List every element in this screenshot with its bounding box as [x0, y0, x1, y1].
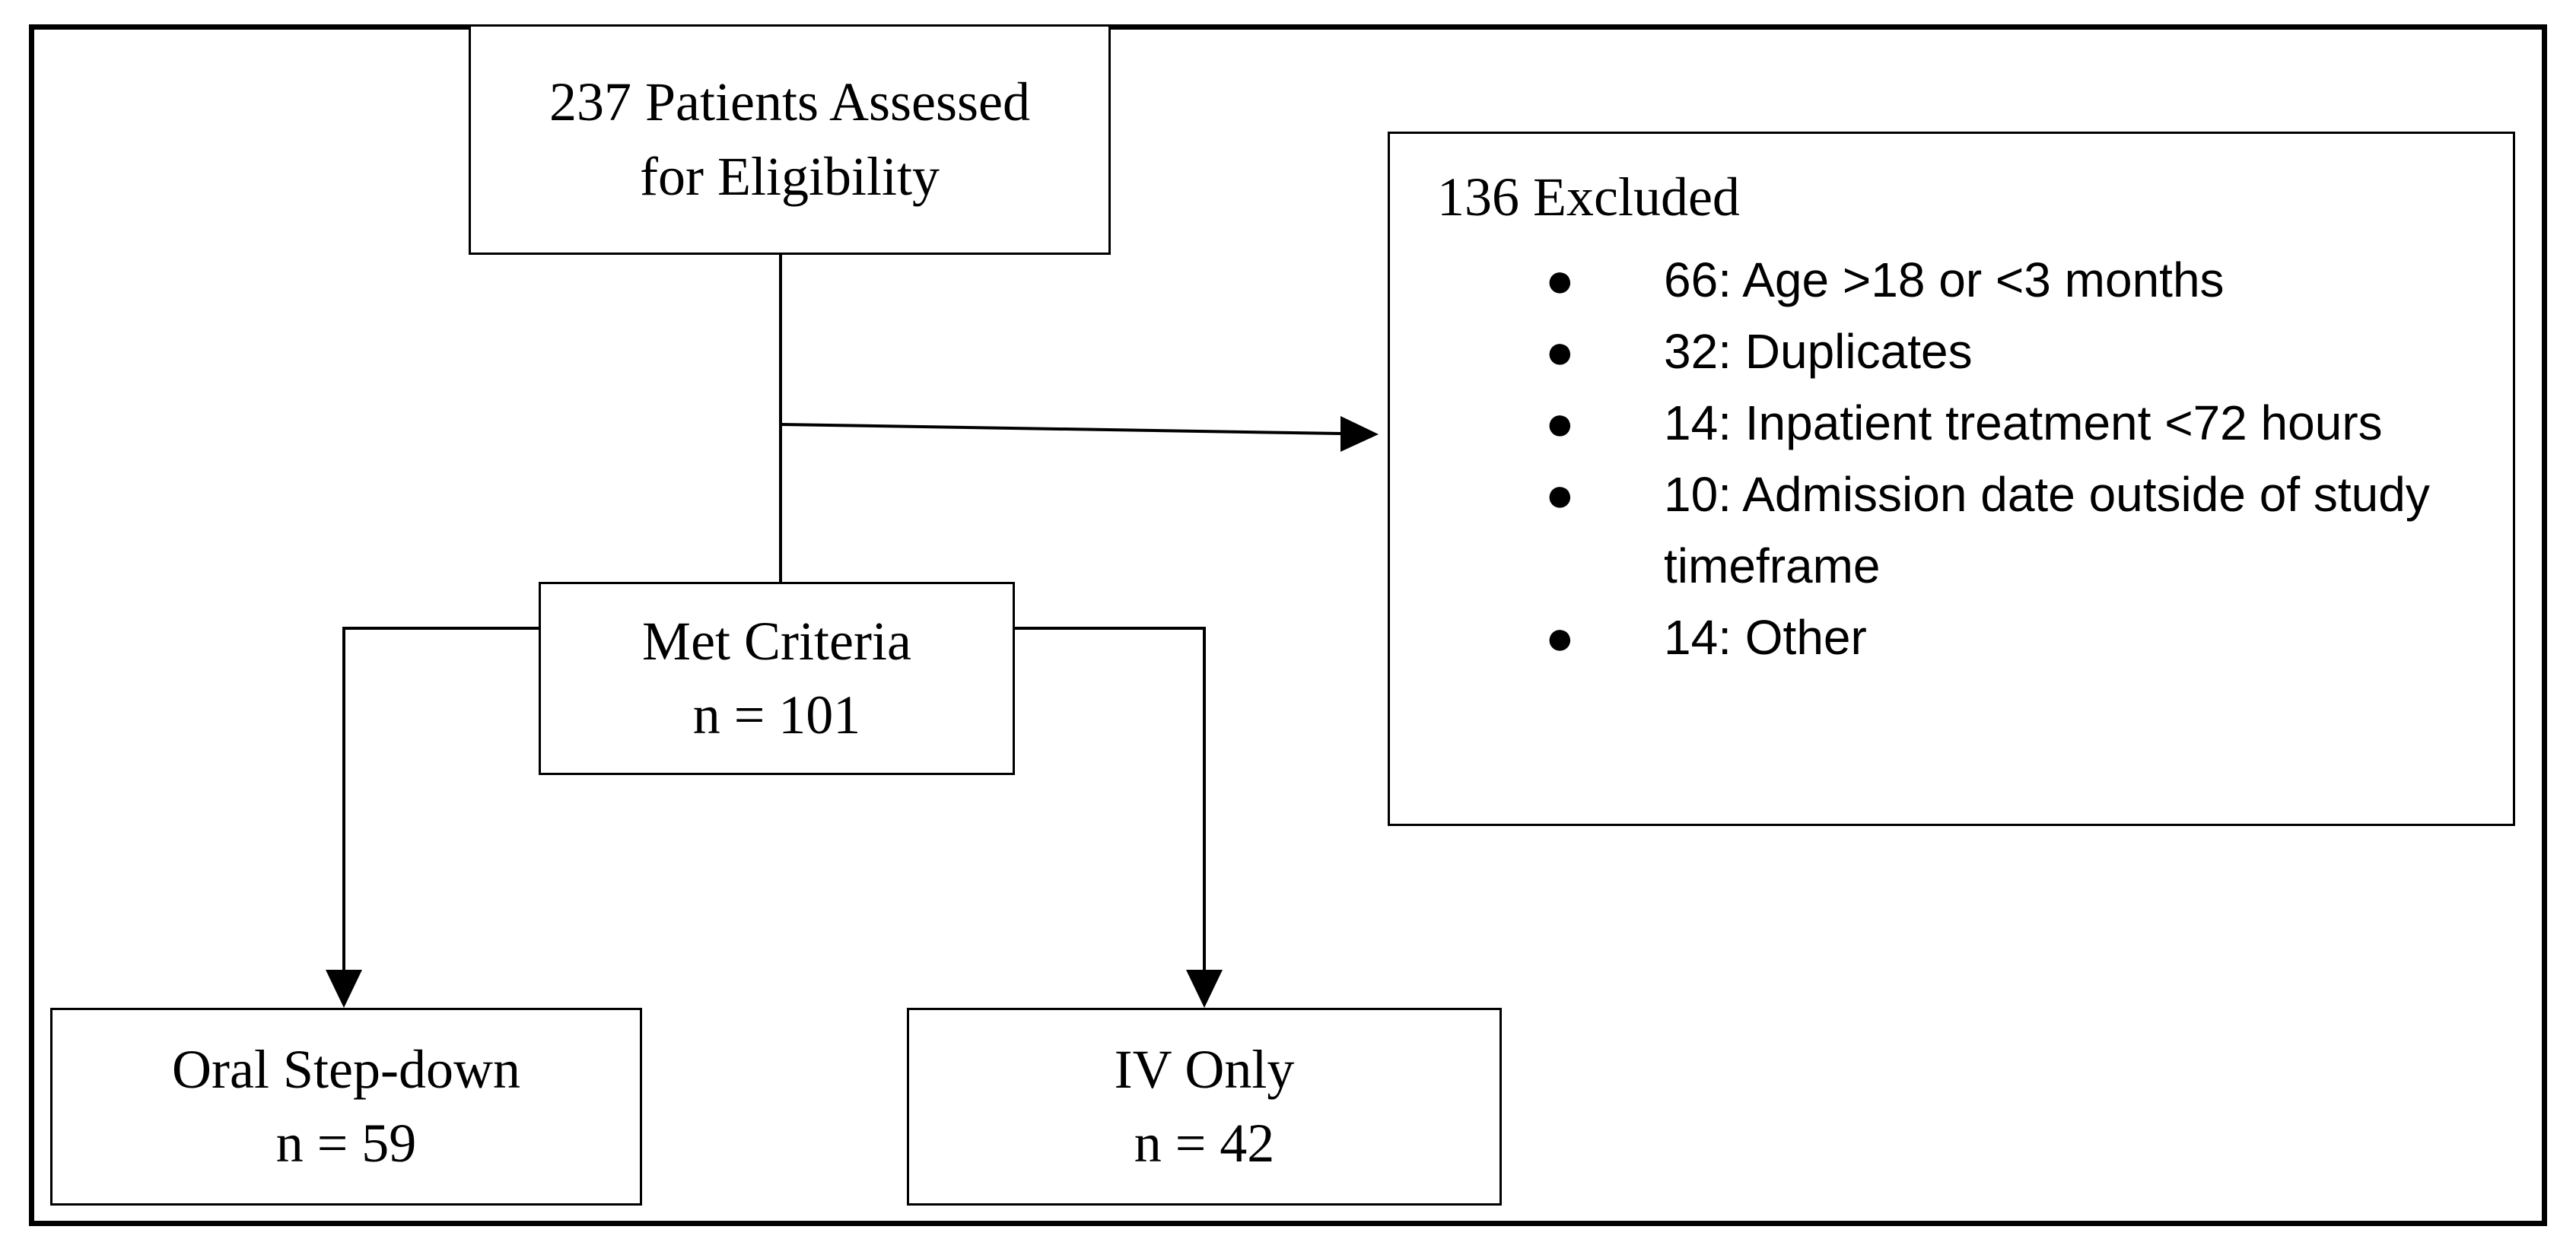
oral-stepdown-box: Oral Step-down n = 59 — [50, 1008, 642, 1206]
exclusion-reason-text: 66: Age >18 or <3 months — [1664, 253, 2225, 307]
iv-only-label: IV Only — [1114, 1038, 1295, 1100]
exclusion-reason-text: 14: Other — [1664, 610, 1867, 665]
assessed-line1: 237 Patients Assessed — [549, 71, 1030, 133]
met-criteria-label: Met Criteria — [642, 610, 911, 672]
arrowhead-iv — [1186, 970, 1223, 1008]
exclusion-reasons-list: ● 66: Age >18 or <3 months ● 32: Duplicate… — [1390, 244, 2513, 673]
oral-stepdown-count: n = 59 — [275, 1113, 417, 1174]
exclusion-reason: ● 14: Other — [1390, 602, 2513, 673]
arrowhead-excluded — [1340, 416, 1379, 452]
connector-met-to-oral — [342, 627, 539, 970]
bullet-icon: ● — [1545, 253, 1575, 307]
exclusion-reason: ● 10: Admission date outside of study tim… — [1390, 459, 2513, 602]
excluded-title: 136 Excluded — [1437, 167, 1740, 227]
diagram-frame — [29, 24, 2547, 1226]
exclusion-reason: ● 66: Age >18 or <3 months — [1390, 244, 2513, 316]
iv-only-count: n = 42 — [1134, 1113, 1275, 1174]
exclusion-reason-text: 10: Admission date outside of study time… — [1664, 467, 2430, 593]
bullet-icon: ● — [1545, 396, 1575, 450]
iv-only-box: IV Only n = 42 — [907, 1008, 1502, 1206]
exclusion-reason-text: 14: Inpatient treatment <72 hours — [1664, 396, 2383, 450]
connector-met-to-iv — [1015, 627, 1206, 970]
exclusion-reason: ● 32: Duplicates — [1390, 316, 2513, 387]
arrowhead-oral — [326, 970, 362, 1008]
excluded-box: 136 Excluded ● 66: Age >18 or <3 months ●… — [1388, 132, 2515, 826]
met-criteria-count: n = 101 — [692, 685, 861, 745]
assessed-line2: for Eligibility — [640, 145, 940, 207]
bullet-icon: ● — [1545, 324, 1575, 379]
exclusion-reason-text: 32: Duplicates — [1664, 324, 1973, 379]
exclusion-reason: ● 14: Inpatient treatment <72 hours — [1390, 387, 2513, 459]
oral-stepdown-label: Oral Step-down — [172, 1038, 520, 1100]
connector-to-excluded — [780, 423, 1341, 435]
patients-assessed-box: 237 Patients Assessed for Eligibility — [469, 24, 1111, 255]
met-criteria-box: Met Criteria n = 101 — [539, 582, 1015, 775]
bullet-icon: ● — [1545, 467, 1575, 522]
bullet-icon: ● — [1545, 610, 1575, 665]
